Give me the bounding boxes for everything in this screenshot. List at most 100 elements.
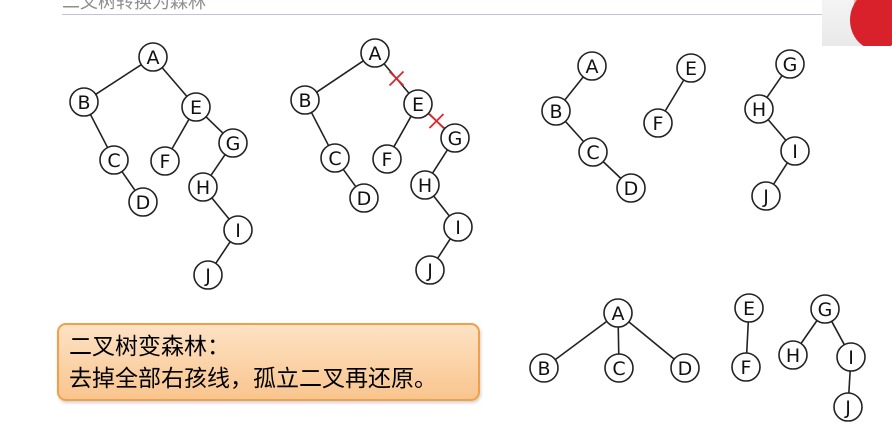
node-label-G: G: [448, 128, 463, 150]
node-label-E: E: [190, 97, 202, 119]
node-B: B: [529, 353, 559, 383]
node-G: G: [440, 123, 470, 153]
presenter-shirt: [850, 0, 892, 46]
node-H: H: [188, 172, 218, 202]
node-label-A: A: [586, 56, 599, 78]
node-J: J: [193, 260, 223, 290]
node-label-H: H: [752, 99, 766, 121]
node-G: G: [810, 294, 840, 324]
node-label-J: J: [844, 397, 851, 419]
node-label-B: B: [298, 90, 311, 112]
node-G: G: [775, 49, 805, 79]
edge-A-B: [95, 63, 142, 96]
edge-E-F: [745, 321, 750, 354]
node-label-F: F: [382, 149, 393, 171]
edge-G-H: [210, 154, 226, 176]
edge-G-I: [830, 320, 846, 346]
node-label-D: D: [357, 188, 372, 210]
separated-binary-trees: A B CD E F G HIJ: [541, 49, 810, 211]
node-label-H: H: [418, 175, 432, 197]
node-label-A: A: [147, 47, 160, 69]
node-C: C: [99, 145, 129, 175]
node-label-G: G: [783, 54, 798, 76]
node-C: C: [604, 353, 634, 383]
node-H: H: [744, 94, 774, 124]
node-B: B: [541, 96, 571, 126]
node-H: H: [778, 340, 808, 370]
edge-B-C: [564, 120, 585, 143]
edge-C-D: [121, 171, 136, 191]
edge-I-J: [848, 370, 851, 394]
node-D: D: [128, 187, 158, 217]
node-label-F: F: [160, 151, 171, 173]
node-label-C: C: [328, 148, 341, 170]
node-D: D: [616, 173, 646, 203]
edge-G-H: [431, 149, 449, 174]
node-label-D: D: [678, 358, 693, 380]
header-title-partial: 二叉树转换为森林: [62, 0, 362, 10]
edge-A-B: [554, 320, 608, 361]
node-label-E: E: [685, 58, 697, 80]
node-A: A: [603, 298, 633, 328]
node-G: G: [218, 128, 248, 158]
node-H: H: [410, 170, 440, 200]
node-F: F: [150, 146, 180, 176]
node-E: E: [403, 89, 433, 119]
node-J: J: [415, 255, 445, 285]
edge-I-J: [436, 238, 452, 259]
node-B: B: [69, 87, 99, 117]
node-label-J: J: [426, 260, 433, 282]
rule-callout-box: 二叉树变森林： 去掉全部右孩线，孤立二叉再还原。: [57, 323, 480, 401]
node-label-H: H: [196, 177, 210, 199]
node-label-F: F: [653, 113, 664, 135]
node-label-A: A: [369, 43, 382, 65]
node-label-J: J: [762, 186, 769, 208]
node-label-C: C: [586, 142, 599, 164]
edge-B-C: [310, 112, 330, 146]
node-D: D: [670, 353, 700, 383]
edge-E-G: [205, 116, 224, 134]
edge-I-J: [772, 162, 789, 185]
node-label-A: A: [612, 303, 625, 325]
node-I: I: [223, 215, 253, 245]
edge-A-D: [628, 321, 675, 360]
edge-H-I: [211, 197, 230, 220]
node-D: D: [349, 183, 379, 213]
edge-E-F: [664, 79, 685, 112]
node-label-B: B: [537, 358, 550, 380]
node-F: F: [643, 108, 673, 138]
edge-H-I: [433, 195, 450, 217]
node-label-C: C: [107, 150, 120, 172]
edge-E-F: [171, 118, 190, 150]
node-E: E: [734, 293, 764, 323]
edge-G-H: [800, 320, 818, 344]
node-label-J: J: [204, 265, 211, 287]
node-label-G: G: [226, 133, 241, 155]
edge-A-E: [161, 67, 188, 97]
edge-B-C: [89, 114, 109, 148]
edge-C-D: [602, 161, 622, 179]
node-A: A: [577, 51, 607, 81]
edge-G-H: [766, 75, 783, 98]
node-C: C: [320, 143, 350, 173]
cut-mark-A-E: [388, 70, 405, 87]
presenter-video-thumbnail: [822, 0, 892, 46]
edge-A-B: [316, 60, 364, 93]
header-rule: [62, 14, 822, 15]
node-label-B: B: [549, 101, 562, 123]
edge-E-F: [393, 115, 412, 148]
node-label-F: F: [741, 357, 752, 379]
node-I: I: [836, 342, 866, 372]
node-label-G: G: [818, 299, 833, 321]
node-I: I: [780, 136, 810, 166]
edge-C-D: [342, 168, 357, 188]
node-label-E: E: [412, 94, 424, 116]
node-label-D: D: [136, 192, 151, 214]
node-C: C: [578, 137, 608, 167]
edge-H-I: [767, 119, 787, 141]
